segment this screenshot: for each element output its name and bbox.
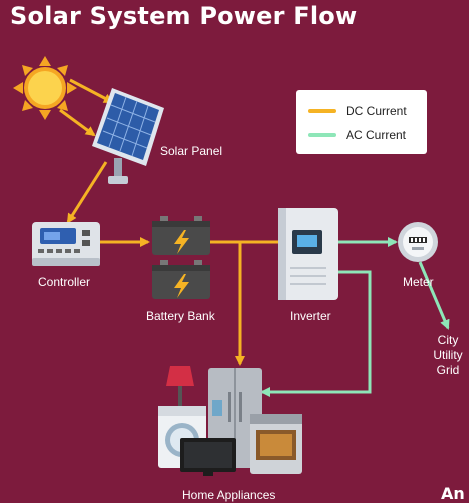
- panel-to-controller-arrow: [66, 161, 108, 224]
- legend-item-dc: DC Current: [308, 104, 407, 118]
- controller-icon: [32, 222, 100, 266]
- battery-bank-icon: [152, 216, 210, 299]
- dc-flow-lines: [59, 78, 288, 366]
- sun-to-panel-arrow-2: [59, 108, 96, 137]
- meter-to-grid-arrow: [418, 261, 450, 330]
- page-title: Solar System Power Flow: [10, 2, 358, 30]
- inverter-icon: [278, 208, 338, 300]
- controller-label: Controller: [38, 275, 91, 289]
- grid-label-line-1: City: [437, 333, 459, 347]
- ac-flow-lines: [260, 237, 450, 397]
- legend-dc-label: DC Current: [346, 104, 407, 118]
- brand-logo: An: [441, 484, 465, 503]
- battery-bank-label: Battery Bank: [146, 309, 215, 323]
- dc-swatch: [308, 109, 336, 113]
- home-appliances-label: Home Appliances: [182, 488, 276, 502]
- sun-icon: [13, 56, 77, 120]
- sun-to-panel-arrow-1: [69, 78, 114, 104]
- inverter-to-appliances-arrow: [260, 270, 372, 397]
- grid-label-line-2: Utility: [433, 348, 463, 362]
- meter-label: Meter: [403, 275, 434, 289]
- ac-swatch: [308, 133, 336, 137]
- legend-item-ac: AC Current: [308, 128, 406, 142]
- legend-ac-label: AC Current: [346, 128, 407, 142]
- inverter-label: Inverter: [290, 309, 331, 323]
- meter-icon: [398, 222, 438, 262]
- home-appliances-icon: [158, 366, 302, 476]
- solar-panel-label: Solar Panel: [160, 144, 223, 158]
- solar-panel-icon: [92, 88, 164, 184]
- grid-label-line-3: Grid: [436, 363, 460, 377]
- legend: DC Current AC Current: [296, 90, 427, 154]
